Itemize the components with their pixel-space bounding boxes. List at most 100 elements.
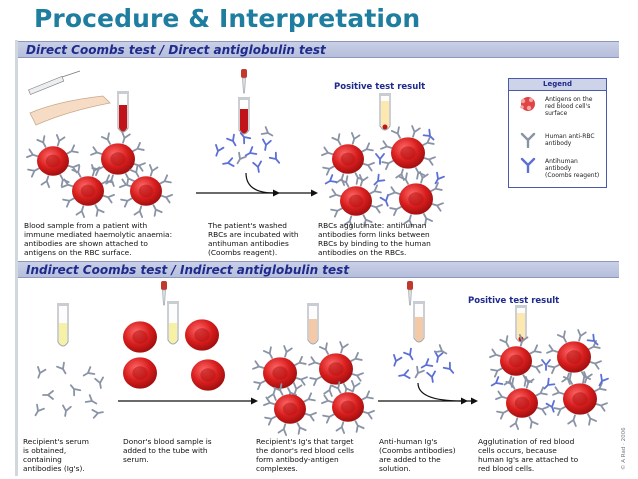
antibody-icon — [362, 408, 374, 419]
antibody-icon — [389, 187, 401, 198]
antibody-icon — [547, 345, 559, 356]
antibody-icon — [234, 153, 246, 166]
washed-rbc-tube — [238, 97, 250, 134]
antibody-icon — [43, 391, 53, 399]
antibody-icon — [357, 175, 368, 187]
antibody-icon — [262, 127, 275, 139]
slide-title: Procedure & Interpretation — [34, 4, 420, 33]
antibody-icon — [490, 349, 502, 360]
antigen-legend-icon — [517, 95, 539, 113]
positive-result-tube — [379, 93, 391, 130]
antibody-icon — [596, 375, 608, 388]
antibody-icon — [320, 343, 332, 356]
red-blood-cell — [191, 359, 225, 390]
antibody-icon — [424, 130, 437, 143]
antibody-icon — [542, 379, 555, 392]
red-blood-cell — [91, 132, 145, 186]
antibody-icon — [322, 147, 334, 158]
antibody-icon — [500, 336, 512, 349]
antibody-icon — [526, 415, 538, 428]
antibody-icon — [222, 158, 233, 168]
antibody-icon — [37, 136, 49, 149]
antibody-icon — [589, 358, 601, 369]
direct-caption-1: Blood sample from a patient with immune … — [24, 221, 172, 257]
serum-tube — [57, 303, 69, 346]
legend-item-antihuman-antibody: Antihuman antibody (Coombs reagent) — [545, 158, 605, 179]
antibody-icon — [496, 391, 508, 402]
antibody-icon — [281, 346, 292, 358]
donor-dropper-icon — [161, 281, 167, 305]
antibody-icon — [119, 132, 130, 144]
antibody-icon — [32, 405, 44, 418]
antibody-icon — [444, 363, 457, 376]
antibody-icon — [264, 347, 276, 360]
antibody-icon — [391, 355, 402, 367]
antibody-icon — [309, 357, 321, 368]
antibody-icon — [536, 404, 548, 415]
antibody-icon — [324, 175, 337, 187]
antibody-icon — [264, 397, 276, 408]
indirect-caption-4: Anti-human Ig's (Coombs antibodies) are … — [379, 437, 456, 473]
antibody-icon — [398, 370, 409, 380]
antibody-icon — [253, 361, 265, 372]
antibody-icon — [558, 331, 570, 344]
antibody-icon — [575, 330, 586, 342]
indirect-positive-label: Positive test result — [468, 296, 559, 306]
red-blood-cell — [553, 372, 607, 426]
antibody-icon — [506, 378, 518, 391]
antibody-icon — [510, 417, 521, 429]
legend-box: Legend Antigens on the red blood cell's … — [508, 78, 607, 188]
antibody-icon — [520, 373, 532, 386]
antibody-icon — [584, 412, 596, 425]
antibody-icon — [160, 192, 172, 203]
antibody-icon — [213, 145, 224, 157]
antibody-icon — [404, 349, 416, 362]
antibody-icon — [295, 374, 307, 385]
antibody-icon — [27, 149, 39, 160]
antibody-icon — [294, 421, 306, 434]
antibody-icon — [542, 360, 550, 370]
antibody-icon — [86, 395, 99, 407]
antibody-icon — [91, 147, 103, 158]
direct-coombs-panel: Direct Coombs test / Direct antiglobulin… — [18, 41, 619, 260]
red-blood-cell — [123, 357, 157, 388]
antibody-icon — [330, 189, 342, 200]
antibody-icon — [304, 410, 316, 421]
antibody-icon — [431, 200, 443, 211]
coombs-dropper-icon — [407, 281, 413, 305]
copyright-mark: © A Rad · 2006 — [621, 390, 631, 470]
serum-donor-tube — [167, 301, 179, 344]
antibody-icon — [102, 133, 114, 146]
antibody-icon — [227, 135, 239, 148]
red-blood-cell — [389, 172, 443, 226]
human-antibody-legend-icon — [517, 132, 539, 148]
antibody-icon — [568, 414, 579, 426]
antibody-icon — [553, 387, 565, 398]
antibody-icon — [352, 419, 364, 432]
antibody-icon — [420, 359, 433, 371]
indirect-arrow-1 — [118, 398, 258, 405]
antibody-icon — [433, 351, 443, 362]
antibody-icon — [278, 423, 289, 435]
legend-item-human-antibody: Human anti-RBC antibody — [545, 133, 605, 147]
legend-item-antigen: Antigens on the red blood cell's surface — [545, 96, 605, 117]
indirect-caption-1: Recipient's serum is obtained, containin… — [23, 437, 89, 473]
antibody-icon — [150, 203, 162, 216]
red-blood-cell — [185, 319, 219, 350]
antibody-icon — [120, 179, 132, 190]
direct-caption-2: The patient's washed RBCs are incubated … — [208, 221, 299, 257]
antibody-icon — [133, 160, 145, 171]
red-blood-cell — [381, 126, 435, 180]
antibody-icon — [349, 133, 360, 145]
antihuman-antibody-legend-icon — [517, 157, 539, 173]
antibody-icon — [57, 363, 69, 376]
antibody-icon — [92, 203, 104, 216]
antibody-icon — [392, 127, 404, 140]
antibody-icon — [409, 126, 420, 138]
antibody-icon — [35, 367, 46, 379]
reagent-dropper-icon — [241, 69, 247, 93]
direct-caption-3: RBCs agglutinate: antihuman antibodies f… — [318, 221, 431, 257]
antibody-icon — [370, 202, 382, 213]
antibody-icon — [332, 134, 344, 147]
antibody-icon — [336, 173, 347, 185]
